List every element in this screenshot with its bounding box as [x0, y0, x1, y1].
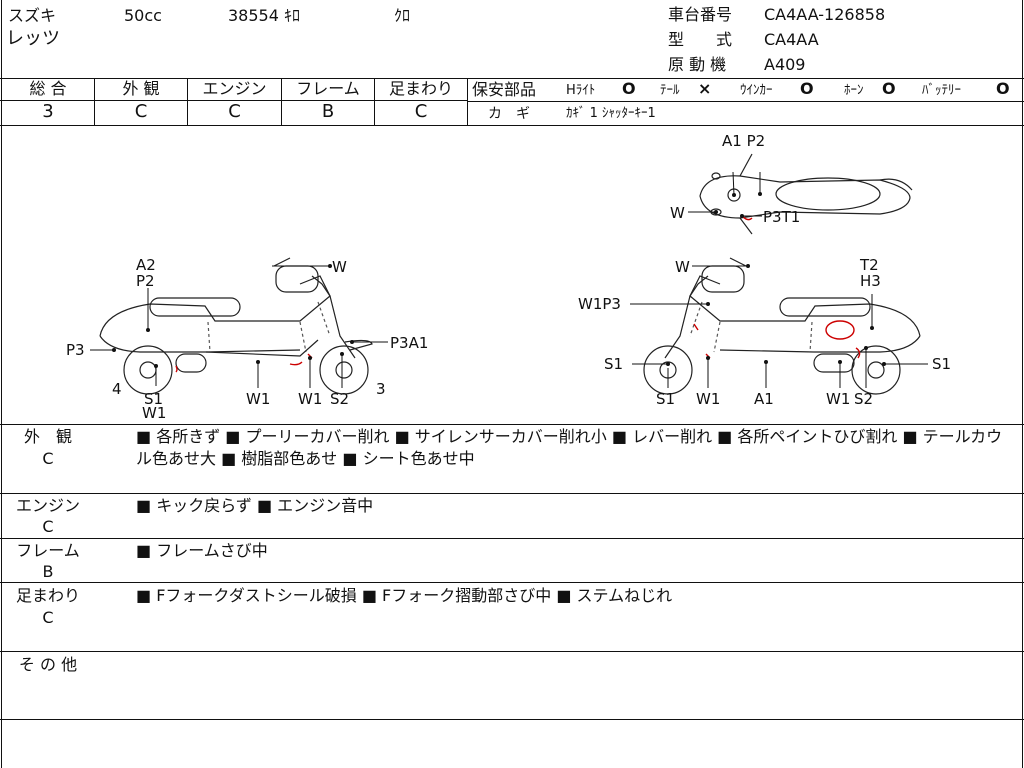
grade-value-frame: B: [321, 101, 335, 122]
section-suspension-text: ■ Fフォークダストシール破損 ■ Fフォーク摺動部さび中 ■ ステムねじれ: [136, 586, 673, 605]
label-left-w1c: W1: [298, 390, 322, 408]
model-name: レッツ: [6, 28, 60, 49]
section-engine-label: エンジン: [15, 496, 80, 515]
label-right-w1p3: W1P3: [578, 295, 621, 313]
key-label: カ ギ: [488, 106, 530, 122]
mileage: 38554 ｷﾛ: [228, 6, 300, 25]
label-top-p3t1: P3T1: [763, 208, 800, 226]
label-left-p3: P3: [66, 341, 85, 359]
safety-headlight-mark: O: [622, 79, 636, 98]
top-view-scooter: [699, 153, 913, 235]
grade-label-overall: 総 合: [29, 79, 67, 98]
label-left-s2: S2: [330, 390, 349, 408]
label-right-a1: A1: [754, 390, 774, 408]
grade-sep-2: [187, 78, 188, 125]
section-other-label: そ の 他: [18, 655, 78, 674]
label-right-w: W: [675, 258, 690, 276]
label-right-w1b: W1: [826, 390, 850, 408]
safety-horn: ﾎｰﾝ: [844, 83, 864, 98]
grade-value-engine: C: [228, 101, 241, 122]
label-left-a2: A2: [136, 256, 156, 274]
frame-left: [1, 0, 2, 768]
grade-sep-3: [281, 78, 282, 125]
maker: スズキ: [8, 6, 57, 25]
section-engine-text: ■ キック戻らず ■ エンジン音中: [136, 496, 374, 515]
label-top-a1p2: A1 P2: [722, 132, 765, 150]
color: ｸﾛ: [394, 6, 411, 25]
label-right-s1a: S1: [604, 355, 623, 373]
rule-sec5: [0, 719, 1024, 720]
safety-battery: ﾊﾞｯﾃﾘｰ: [922, 83, 961, 98]
rule-grade-bottom: [0, 125, 1024, 126]
rule-grade-mid: [0, 100, 468, 101]
grade-label-suspension: 足まわり: [388, 79, 453, 98]
engine-label: 原 動 機: [668, 55, 727, 74]
section-exterior-text: ■ 各所きず ■ プーリーカバー削れ ■ サイレンサーカバー削れ小 ■ レバー削…: [136, 427, 1003, 468]
safety-winker: ｳｲﾝｶｰ: [740, 83, 773, 98]
safety-tail: ﾃｰﾙ: [660, 83, 680, 98]
frame-no-label: 車台番号: [668, 5, 733, 24]
label-right-s2: S2: [854, 390, 873, 408]
label-left-s1: S1: [144, 390, 163, 408]
safety-winker-mark: O: [800, 79, 814, 98]
label-left-4: 4: [112, 380, 122, 398]
label-left-3: 3: [376, 380, 386, 398]
rule-safety-mid: [468, 101, 1024, 102]
grade-value-suspension: C: [414, 101, 428, 122]
rule-sec2: [0, 538, 1024, 539]
rule-header: [0, 78, 1024, 79]
label-right-s1b: S1: [656, 390, 675, 408]
label-left-p2: P2: [136, 272, 155, 290]
grade-sep-5: [467, 78, 468, 125]
section-suspension-label: 足まわり: [15, 586, 80, 605]
label-right-s1c: S1: [932, 355, 951, 373]
section-frame-text: ■ フレームさび中: [136, 541, 268, 560]
label-left-p3a1: P3A1: [390, 334, 428, 352]
safety-label: 保安部品: [472, 80, 537, 99]
type-value: CA4AA: [764, 30, 819, 49]
rule-diagram-bottom: [0, 424, 1024, 425]
safety-tail-mark: ×: [698, 79, 712, 98]
grade-label-engine: エンジン: [202, 79, 267, 98]
key-value: ｶｷﾞ 1 ｼｬｯﾀｰｷｰ1: [566, 106, 656, 121]
label-left-w1b: W1: [246, 390, 270, 408]
section-frame-grade: B: [42, 562, 54, 581]
safety-headlight: Hﾗｲﾄ: [566, 83, 596, 98]
grade-sep-4: [374, 78, 375, 125]
label-left-w: W: [332, 258, 347, 276]
label-right-t2: T2: [859, 256, 879, 274]
label-left-w1a: W1: [142, 404, 166, 422]
safety-horn-mark: O: [882, 79, 896, 98]
rule-sec1: [0, 493, 1024, 494]
label-top-w: W: [670, 204, 685, 222]
grade-sep-1: [94, 78, 95, 125]
grade-label-exterior: 外 観: [122, 79, 160, 98]
rule-sec4: [0, 651, 1024, 652]
safety-battery-mark: O: [996, 79, 1010, 98]
section-exterior-grade: C: [42, 449, 54, 468]
section-suspension-grade: C: [42, 608, 54, 627]
grade-value-overall: 3: [42, 101, 54, 122]
label-right-w1a: W1: [696, 390, 720, 408]
grade-label-frame: フレーム: [296, 79, 360, 98]
section-exterior-label: 外 観: [23, 427, 72, 446]
rule-sec3: [0, 582, 1024, 583]
right-side-scooter: [643, 257, 921, 395]
type-label: 型 式: [668, 30, 733, 49]
grade-value-exterior: C: [134, 101, 148, 122]
label-right-h3: H3: [860, 272, 881, 290]
frame-no: CA4AA-126858: [764, 5, 886, 24]
scooter-diagram: A1 P2 W P3T1 A2 P2 W P3 P3A1 4 S1 W1 W1 …: [66, 132, 951, 422]
section-frame-label: フレーム: [16, 541, 80, 560]
frame-right: [1022, 0, 1023, 768]
engine-value: A409: [764, 55, 806, 74]
section-engine-grade: C: [42, 517, 54, 536]
displacement: 50cc: [124, 6, 162, 25]
